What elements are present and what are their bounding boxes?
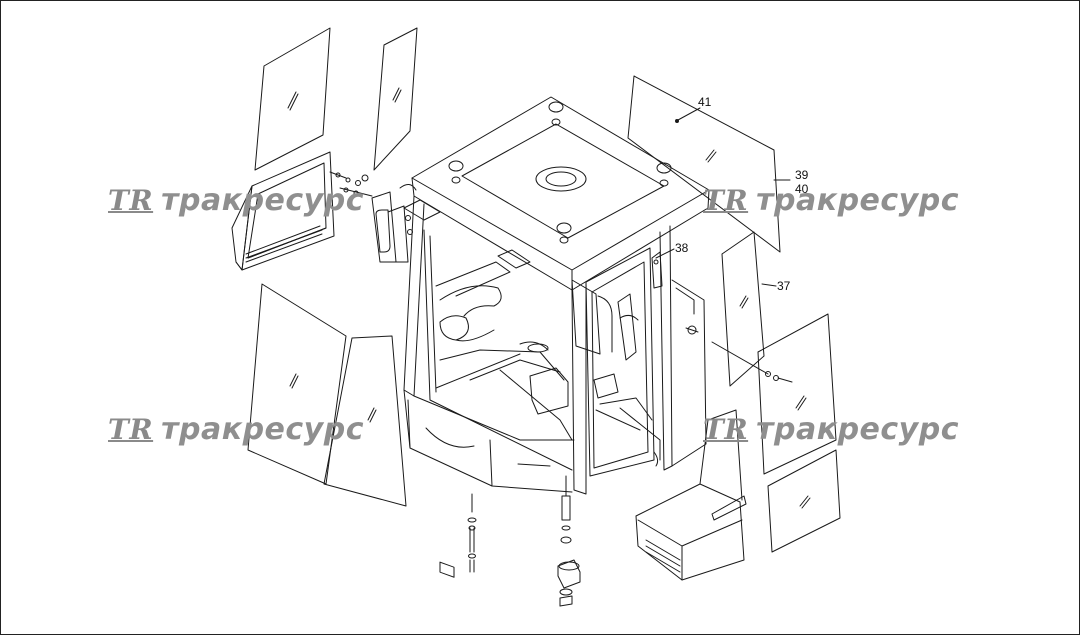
watermark-logo: TR bbox=[703, 184, 749, 217]
callout-41: 41 bbox=[698, 95, 712, 109]
bolt-set-upper bbox=[329, 171, 373, 197]
mirror-bracket bbox=[371, 184, 417, 263]
watermark-bottom-left: TR тракресурс bbox=[108, 412, 364, 447]
watermark-top-left: TR тракресурс bbox=[108, 183, 364, 218]
leader-line-37 bbox=[761, 283, 777, 287]
watermark-top-right: TR тракресурс bbox=[703, 183, 959, 218]
mounting-bolt-left bbox=[467, 493, 477, 573]
latch-bolts bbox=[711, 341, 793, 383]
mounting-bolt-right bbox=[557, 475, 581, 607]
cab-frame bbox=[403, 195, 707, 578]
grille-box bbox=[231, 151, 335, 271]
glass-panel-right-mid bbox=[757, 313, 837, 475]
watermark-text: тракресурс bbox=[161, 412, 364, 447]
watermark-logo: TR bbox=[108, 413, 154, 446]
callout-39: 39 bbox=[795, 168, 809, 182]
glass-panel-lower-left-2 bbox=[323, 335, 407, 507]
callout-38: 38 bbox=[675, 241, 689, 255]
callout-37: 37 bbox=[777, 279, 791, 293]
glass-panel-top-left-2 bbox=[373, 27, 418, 171]
glass-panel-37 bbox=[721, 231, 765, 387]
watermark-text: тракресурс bbox=[756, 412, 959, 447]
watermark-text: тракресурс bbox=[161, 183, 364, 218]
leader-line-41 bbox=[675, 107, 701, 123]
seat-cushion bbox=[619, 407, 747, 581]
cab-roof bbox=[403, 96, 710, 291]
callout-40: 40 bbox=[795, 182, 809, 196]
glass-panel-39-40 bbox=[627, 75, 781, 253]
leader-line-38 bbox=[651, 248, 675, 289]
glass-panel-right-low bbox=[767, 449, 841, 553]
watermark-logo: TR bbox=[108, 184, 154, 217]
watermark-logo: TR bbox=[703, 413, 749, 446]
watermark-text: тракресурс bbox=[756, 183, 959, 218]
glass-panel-lower-left-1 bbox=[247, 283, 347, 485]
watermark-bottom-right: TR тракресурс bbox=[703, 412, 959, 447]
glass-panel-top-left-1 bbox=[254, 27, 331, 171]
